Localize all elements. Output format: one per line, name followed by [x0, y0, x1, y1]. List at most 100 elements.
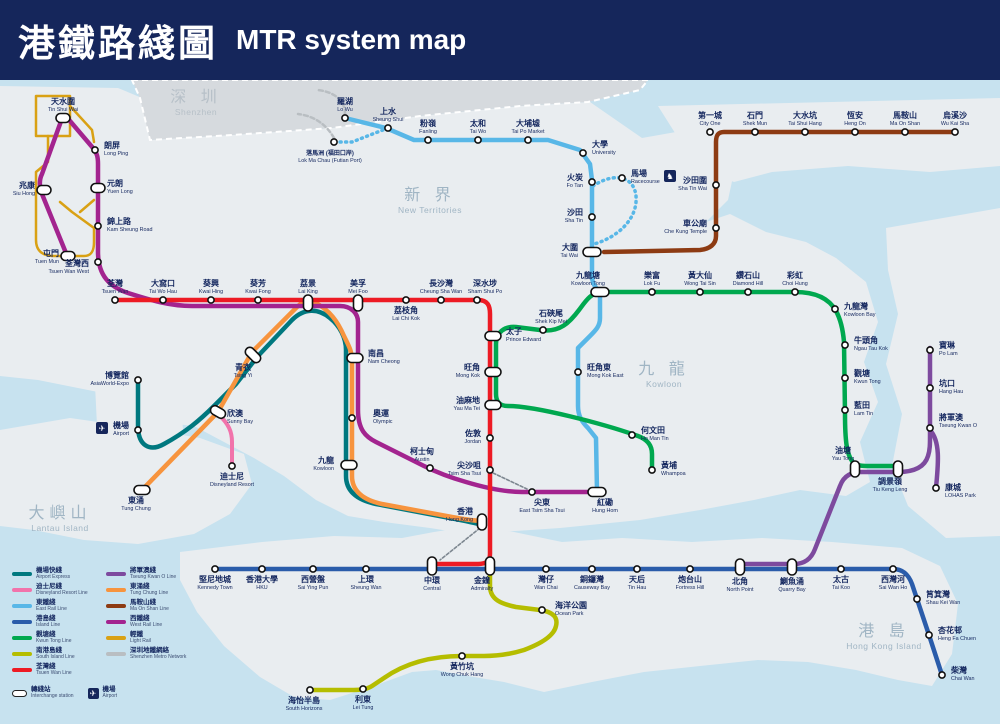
legend-label-en: Interchange station: [31, 692, 74, 699]
station-kwai-hing: [207, 296, 215, 304]
legend-label-zh: 機場: [102, 685, 116, 693]
page-title-english: MTR system map: [236, 24, 467, 55]
land-sai-kung: [886, 208, 1000, 538]
station-asiaworld-expo: [134, 376, 142, 384]
station-central: [426, 556, 438, 576]
station-olympic: [348, 414, 356, 422]
legend-label-en: Tseung Kwan O Line: [130, 573, 177, 580]
legend-label-en: Kwun Tong Line: [36, 637, 72, 644]
station-jordan: [486, 434, 494, 442]
line-south-island: [307, 571, 559, 693]
legend-label-zh: 荃灣綫: [36, 662, 56, 670]
legend-line-swatch: [12, 572, 32, 576]
station-tsing-yi: [244, 346, 262, 364]
svg-text:♞: ♞: [666, 172, 673, 181]
station-yau-tong: [849, 460, 861, 478]
station-austin: [426, 464, 434, 472]
legend-label-zh: 輕鐵: [130, 630, 143, 638]
station-disneyland-resort: [228, 462, 236, 470]
station-racecourse: [618, 174, 626, 182]
line-light-rail: [34, 94, 72, 138]
header-bar: 港鐵路綫圖 MTR system map: [0, 0, 1000, 80]
page-title-chinese: 港鐵路綫圖: [18, 24, 218, 65]
station-wan-chai: [542, 565, 550, 573]
legend-line-swatch: [106, 604, 126, 608]
station-kowloon: [340, 459, 358, 471]
legend-label-en: Ma On Shan Line: [130, 605, 169, 612]
station-tsuen-wan-west: [94, 258, 102, 266]
station-tuen-mun: [60, 250, 76, 262]
line-walkway-links-2: [439, 527, 481, 561]
station-ho-man-tin: [628, 431, 636, 439]
station-long-ping: [91, 146, 99, 154]
legend-line-swatch: [106, 588, 126, 592]
station-sham-shui-po: [473, 296, 481, 304]
legend-label-zh: 將軍澳綫: [130, 566, 156, 574]
station-quarry-bay: [786, 558, 798, 576]
legend-line-swatch: [106, 572, 126, 576]
station-tai-wo: [474, 136, 482, 144]
station-sai-ying-pun: [309, 565, 317, 573]
station-tung-chung: [133, 484, 151, 496]
station-kwai-fong: [254, 296, 262, 304]
line-shenzhen-metro-2: [296, 112, 336, 140]
line-light-rail-3: [68, 104, 96, 144]
legend-label-en: Light Rail: [130, 637, 151, 644]
station-heng-fa-chuen: [925, 631, 933, 639]
station-tin-hau: [633, 565, 641, 573]
station-tai-shui-hang: [801, 128, 809, 136]
station-wong-chuk-hang: [458, 652, 466, 660]
station-tiu-keng-leng: [892, 460, 904, 478]
station-choi-hung: [791, 288, 799, 296]
station-hung-hom: [587, 486, 607, 498]
station-hong-kong: [476, 513, 488, 531]
land-layer: [0, 80, 1000, 700]
land-new-territories: [0, 86, 878, 534]
